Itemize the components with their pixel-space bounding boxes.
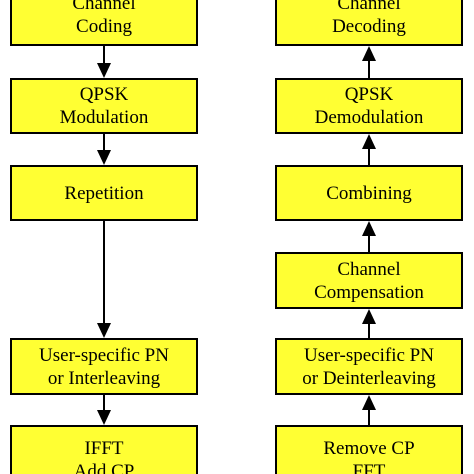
deinterleaving-line1: User-specific PN [304, 344, 434, 366]
interleaving-line2: or Interleaving [47, 367, 161, 389]
arrowhead-up-4 [362, 134, 376, 149]
arrowhead-down-4 [97, 410, 111, 425]
arrowhead-down-1 [97, 63, 111, 78]
combining-block: Combining [275, 165, 463, 221]
channel-coding-block: Channel Coding [10, 0, 198, 46]
qpsk-modulation-block: QPSK Modulation [10, 78, 198, 134]
remove-cp-line2: FFT [352, 461, 386, 474]
qpsk-modulation-line2: Modulation [59, 107, 149, 128]
arrowhead-up-2 [362, 309, 376, 324]
deinterleaving-line2: or Deinterleaving [302, 367, 436, 389]
arrowhead-up-1 [362, 395, 376, 410]
channel-coding-line1: Channel [72, 0, 136, 14]
qpsk-modulation-line1: QPSK [79, 84, 129, 105]
user-specific-pn-interleaving-block: User-specific PN or Interleaving [10, 338, 198, 395]
ifft-line1: IFFT [84, 438, 124, 459]
user-specific-pn-deinterleaving-block: User-specific PN or Deinterleaving [275, 338, 463, 395]
channel-compensation-block: Channel Compensation [275, 252, 463, 309]
repetition-block: Repetition [10, 165, 198, 221]
channel-decoding-line1: Channel [337, 0, 401, 14]
qpsk-demodulation-line1: QPSK [344, 84, 394, 105]
qpsk-demodulation-line2: Demodulation [314, 107, 424, 128]
channel-decoding-line2: Decoding [332, 16, 406, 37]
interleaving-line1: User-specific PN [39, 344, 169, 366]
arrowhead-down-3 [97, 323, 111, 338]
arrowhead-down-2 [97, 150, 111, 165]
remove-cp-fft-block: Remove CP FFT [275, 425, 463, 474]
channel-decoding-block: Channel Decoding [275, 0, 463, 46]
remove-cp-line1: Remove CP [323, 438, 415, 459]
channel-compensation-line2: Compensation [314, 281, 424, 303]
qpsk-demodulation-block: QPSK Demodulation [275, 78, 463, 134]
arrowhead-up-3 [362, 221, 376, 236]
channel-coding-line2: Coding [76, 16, 132, 37]
ifft-line2: Add CP [73, 461, 135, 474]
combining-line1: Combining [326, 182, 412, 204]
channel-compensation-line1: Channel [337, 258, 401, 280]
arrowhead-up-5 [362, 46, 376, 61]
ifft-add-cp-block: IFFT Add CP [10, 425, 198, 474]
repetition-line1: Repetition [64, 182, 144, 204]
